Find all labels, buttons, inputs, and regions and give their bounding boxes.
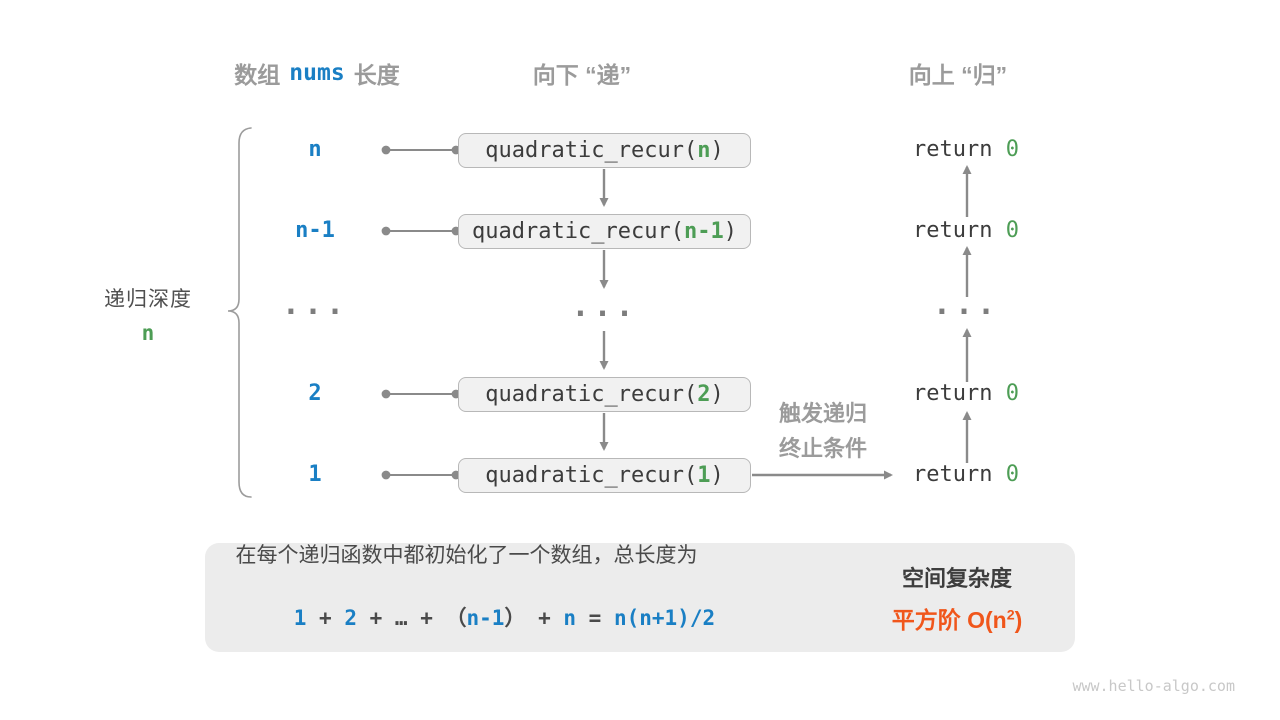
depth-value-n: n: [308, 137, 322, 162]
return-value: 0: [1005, 137, 1019, 162]
complexity-value-pre: 平方阶 O(n: [891, 606, 1007, 633]
return-keyword: return: [913, 137, 1006, 162]
return-statement-n: return 0: [891, 137, 1041, 163]
formula-term: n-1: [466, 606, 505, 630]
return-value: 0: [1005, 218, 1019, 243]
return-statement-n-1: return 0: [891, 218, 1041, 244]
complexity-title: 空间复杂度: [901, 565, 1012, 591]
call-arg: 2: [697, 382, 711, 407]
call-arg: n: [697, 138, 711, 163]
header-array-pre: 数组: [234, 62, 281, 88]
call-ellipsis: ...: [571, 289, 638, 324]
formula-operator: +: [407, 606, 446, 630]
formula-operator: +: [525, 606, 564, 630]
call-close: ): [710, 138, 724, 163]
complexity-value: 平方阶 O(n2): [892, 601, 1023, 635]
header-ascend: 向上 “归”: [908, 62, 1008, 88]
formula-term: 1: [293, 606, 307, 630]
base-case-note: 触发递归 终止条件: [758, 396, 888, 466]
base-case-note-line1: 触发递归: [778, 401, 867, 426]
header-array-code: nums: [289, 60, 345, 86]
header-array-length: 数组 nums 长度: [197, 58, 437, 88]
call-close: ): [710, 463, 724, 488]
header-descend: 向下 “递”: [532, 62, 632, 88]
return-keyword: return: [913, 218, 1006, 243]
formula-operator: +: [306, 606, 345, 630]
call-text: quadratic_recur(: [472, 219, 684, 244]
return-keyword: return: [913, 462, 1006, 487]
recursion-depth-value: n: [141, 321, 155, 345]
return-statement-1: return 0: [891, 462, 1041, 488]
complexity-block: 空间复杂度 平方阶 O(n2): [852, 543, 1062, 652]
return-statement-2: return 0: [891, 381, 1041, 407]
return-value: 0: [1005, 381, 1019, 406]
return-keyword: return: [913, 381, 1006, 406]
formula-operator: +: [356, 606, 395, 630]
depth-value-2: 2: [308, 381, 322, 406]
depth-value-1: 1: [308, 462, 322, 487]
recursion-depth-text: 递归深度: [104, 288, 192, 311]
formula-term: n: [563, 606, 577, 630]
recursion-depth-label: 递归深度 n: [80, 283, 216, 345]
call-text: quadratic_recur(: [485, 138, 698, 163]
summary-text-block: 在每个递归函数中都初始化了一个数组，总长度为 1 + 2 + … + （n-1）…: [214, 543, 719, 652]
formula-paren: ）: [504, 606, 526, 630]
watermark: www.hello-algo.com: [1072, 677, 1235, 695]
return-value: 0: [1005, 462, 1019, 487]
call-close: ): [710, 382, 724, 407]
call-arg: 1: [697, 463, 711, 488]
call-close: ): [723, 219, 737, 244]
complexity-value-post: ): [1014, 606, 1023, 633]
call-text: quadratic_recur(: [485, 463, 698, 488]
formula-result: n(n+1)/2: [613, 606, 716, 630]
call-box-n-1: quadratic_recur(n-1): [458, 214, 751, 249]
row-connector-lines: [381, 145, 461, 480]
call-box-2: quadratic_recur(2): [458, 377, 751, 412]
call-box-n: quadratic_recur(n): [458, 133, 751, 168]
return-ellipsis: ...: [932, 287, 1000, 322]
complexity-exponent: 2: [1006, 606, 1015, 623]
formula-ellipsis: …: [394, 606, 408, 630]
call-arg: n-1: [683, 219, 724, 244]
depth-value-n-1: n-1: [295, 218, 335, 243]
recursion-depth-brace: [227, 127, 252, 498]
base-case-note-line2: 终止条件: [778, 436, 867, 461]
header-array-post: 长度: [353, 62, 400, 88]
depth-ellipsis: ...: [281, 287, 349, 322]
formula-paren: （: [445, 606, 467, 630]
formula-equals: =: [576, 606, 614, 630]
call-text: quadratic_recur(: [485, 382, 698, 407]
summary-formula: 1 + 2 + … + （n-1） + n = n(n+1)/2: [218, 578, 715, 656]
summary-description: 在每个递归函数中都初始化了一个数组，总长度为: [235, 544, 698, 567]
formula-term: 2: [344, 606, 357, 630]
call-box-1: quadratic_recur(1): [458, 458, 751, 493]
summary-panel: [205, 543, 1075, 652]
